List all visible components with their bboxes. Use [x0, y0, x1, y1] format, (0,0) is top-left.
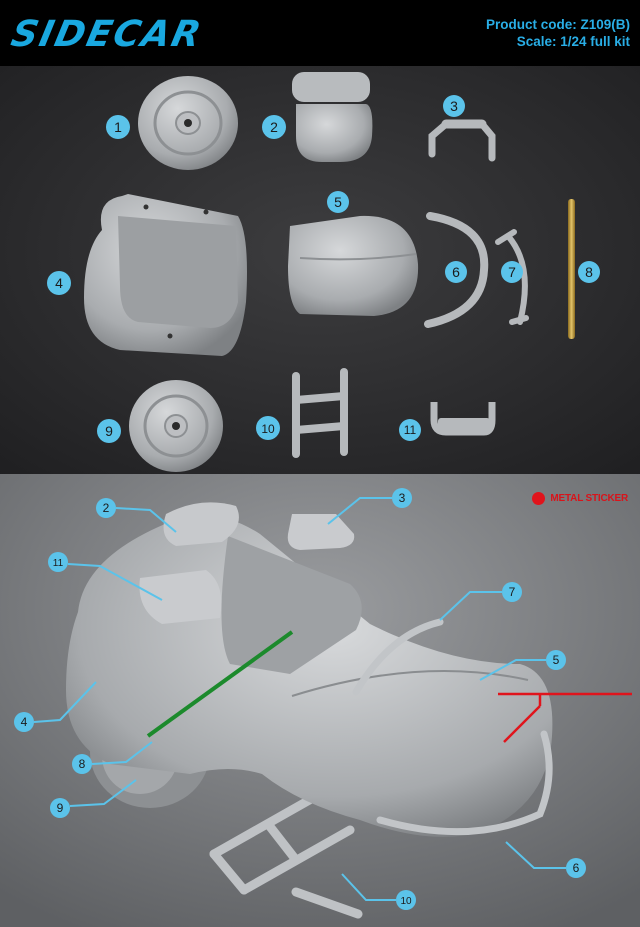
callout-lines: [33, 497, 566, 901]
svg-text:4: 4: [21, 715, 28, 729]
callout-11: 11: [48, 552, 68, 572]
badge-part-8: 8: [578, 261, 600, 283]
product-info: Product code: Z109(B) Scale: 1/24 full k…: [486, 16, 630, 50]
part-arc-rail: [424, 212, 489, 328]
svg-text:10: 10: [400, 896, 412, 907]
part-wheel-rear: [129, 380, 223, 472]
callout-4: 4: [14, 712, 34, 732]
header: SIDECAR Product code: Z109(B) Scale: 1/2…: [0, 0, 640, 66]
svg-text:6: 6: [573, 861, 580, 875]
product-code: Product code: Z109(B): [485, 17, 630, 32]
callout-9: 9: [50, 798, 70, 818]
svg-text:4: 4: [55, 275, 63, 291]
svg-text:7: 7: [508, 264, 516, 280]
svg-text:11: 11: [404, 423, 417, 437]
callout-6: 6: [566, 858, 586, 878]
svg-text:8: 8: [585, 264, 593, 280]
part-metal-rod: [568, 199, 575, 339]
part-wheel-front: [138, 76, 238, 170]
scale-label: Scale: 1/24 full kit: [516, 34, 630, 49]
svg-text:8: 8: [79, 757, 86, 771]
metal-sticker-marker: [498, 692, 632, 743]
part-sidecar-body: [84, 194, 247, 356]
svg-text:11: 11: [53, 558, 64, 569]
callout-3: 3: [392, 488, 412, 508]
metal-sticker-dot-icon: [532, 492, 546, 505]
badge-part-2: 2: [262, 115, 286, 139]
badge-part-4: 4: [47, 271, 71, 295]
svg-text:9: 9: [57, 801, 64, 815]
assembled-photo: 2 3 11 7 5 4 8 9 6 10: [0, 474, 640, 927]
svg-text:2: 2: [270, 119, 278, 135]
badge-part-3: 3: [443, 95, 465, 117]
svg-text:9: 9: [105, 423, 113, 439]
svg-text:1: 1: [114, 119, 122, 135]
part-chassis-frame: [292, 368, 348, 458]
parts-photo: 1 2 3 4 5 6 7 8 9 10 11: [0, 66, 640, 474]
callout-7: 7: [502, 582, 522, 602]
callout-2: 2: [96, 498, 116, 518]
svg-text:2: 2: [103, 501, 110, 515]
badge-part-11: 11: [399, 419, 421, 441]
part-seat: [292, 72, 373, 162]
metal-sticker-label: METAL STICKER: [550, 493, 628, 504]
part-number-badges: 1 2 3 4 5 6 7 8 9 10 11: [47, 95, 600, 443]
badge-part-5: 5: [327, 191, 349, 213]
brand-logo: SIDECAR: [7, 14, 207, 55]
svg-text:6: 6: [452, 264, 460, 280]
svg-text:3: 3: [450, 98, 458, 114]
badge-part-9: 9: [97, 419, 121, 443]
badge-part-7: 7: [501, 261, 523, 283]
callout-5: 5: [546, 650, 566, 670]
metal-rod-line: [146, 630, 294, 738]
assembled-sidecar: [66, 502, 553, 919]
badge-part-6: 6: [445, 261, 467, 283]
svg-text:5: 5: [334, 194, 342, 210]
metal-sticker-legend: METAL STICKER: [532, 492, 628, 505]
part-grab-rail: [495, 229, 529, 325]
part-handle-frame: [428, 119, 496, 162]
badge-part-1: 1: [106, 115, 130, 139]
svg-text:5: 5: [553, 653, 560, 667]
part-small-bracket: [430, 402, 496, 436]
svg-text:7: 7: [509, 585, 516, 599]
callout-10: 10: [396, 890, 416, 910]
callout-8: 8: [72, 754, 92, 774]
svg-text:10: 10: [261, 422, 275, 436]
callout-badges: 2 3 11 7 5 4 8 9 6 10: [14, 488, 586, 910]
svg-text:3: 3: [399, 491, 406, 505]
badge-part-10: 10: [256, 416, 280, 440]
part-sidecar-nose: [288, 215, 419, 316]
